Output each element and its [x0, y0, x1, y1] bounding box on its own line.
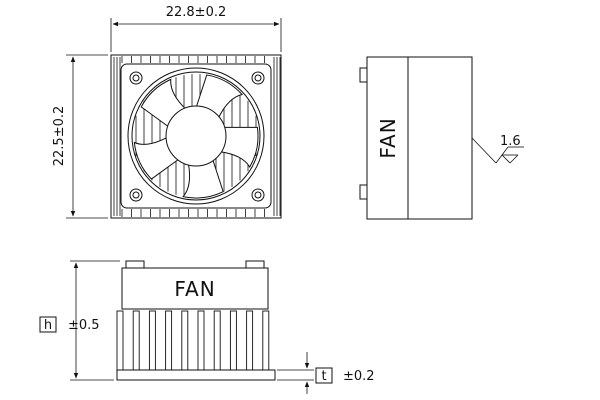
fan-ring-inner	[131, 71, 261, 201]
top-view-side-fins	[113, 57, 281, 216]
fan-blade	[218, 126, 259, 168]
side-tab-bottom	[359, 184, 368, 200]
corner-screws	[129, 71, 265, 202]
height-dimension-text: 22.5±0.2	[52, 106, 67, 167]
t-label-box	[315, 367, 333, 384]
side-view-heatsink-block	[407, 56, 473, 220]
h-tolerance: ±0.5	[68, 318, 100, 333]
front-fin	[116, 310, 124, 372]
top-view-edge-fins	[121, 56, 265, 217]
side-view: FAN 1.6	[359, 56, 524, 220]
screw-bottom-left	[129, 188, 143, 202]
h-label-box	[39, 316, 57, 333]
t-label: t	[321, 369, 326, 384]
fan-hub	[165, 105, 227, 167]
front-fin	[132, 310, 140, 372]
front-view: FAN h ±0.5 t ±0.2	[39, 260, 375, 394]
front-view-fan-block	[121, 267, 269, 310]
side-tab-top	[359, 67, 368, 83]
front-fin	[197, 310, 205, 372]
t-tolerance: ±0.2	[343, 369, 375, 384]
screw-bottom-right	[251, 188, 265, 202]
front-fin	[165, 310, 173, 372]
width-dimension-text: 22.8±0.2	[166, 5, 227, 20]
roughness-value: 1.6	[500, 134, 521, 149]
screw-top-left	[129, 71, 143, 85]
front-fin	[246, 310, 254, 372]
top-view: 22.8±0.2 22.5±0.2	[52, 5, 282, 219]
front-fin	[229, 310, 237, 372]
front-view-fins	[116, 310, 270, 372]
front-view-base	[116, 369, 276, 381]
roughness-symbol	[471, 137, 524, 164]
front-fin	[181, 310, 189, 372]
side-view-fan-label: FAN	[376, 117, 400, 158]
front-view-fan-label: FAN	[174, 277, 215, 301]
front-fin	[262, 310, 270, 372]
screw-top-right	[251, 71, 265, 85]
front-fin	[213, 310, 221, 372]
h-label: h	[44, 318, 52, 333]
front-fin	[148, 310, 156, 372]
fan-blade	[182, 158, 224, 199]
fan-ring-outer	[127, 67, 265, 205]
